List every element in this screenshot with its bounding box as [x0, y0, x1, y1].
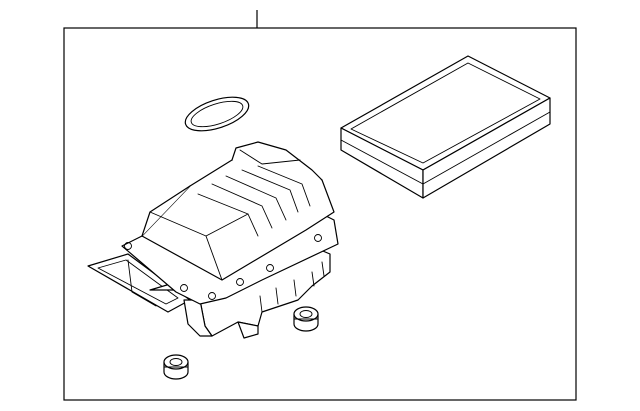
air-filter-element: [340, 55, 551, 199]
air-cleaner-housing: [87, 141, 339, 339]
rubber-grommet-lower: [163, 354, 189, 380]
rubber-grommet-upper: [293, 306, 319, 332]
seal-ring: [184, 96, 250, 132]
